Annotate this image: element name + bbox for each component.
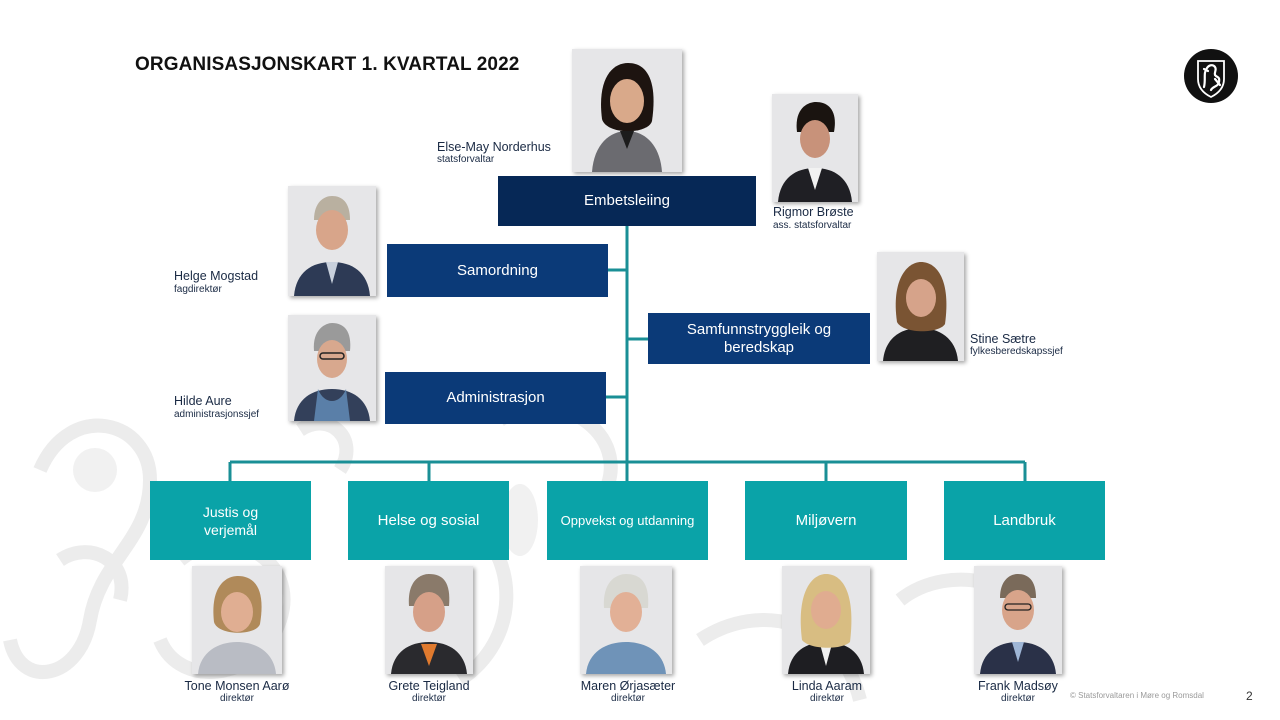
photo-tone-monsen-aaro (192, 566, 282, 674)
dept-name-3: Maren Ørjasæter (580, 679, 676, 693)
staff-role-3: administrasjonssjef (174, 409, 260, 420)
photo-else-may-norderhus (572, 49, 682, 172)
page-number: 2 (1246, 689, 1253, 703)
photo-rigmor-broste (772, 94, 858, 202)
staff-name-2: Stine Sætre (970, 332, 1037, 346)
box-samfunnstryggleik[interactable]: Samfunnstryggleik og beredskap (648, 313, 870, 364)
box-administrasjon[interactable]: Administrasjon (385, 372, 606, 424)
dept-person-3: Maren Ørjasæter direktør (548, 679, 708, 705)
photo-hilde-aure (288, 315, 376, 421)
dept-name-5: Frank Madsøy (978, 679, 1058, 693)
leader-name: Else-May Norderhus (437, 140, 551, 154)
dept-role-5: direktør (1001, 693, 1035, 704)
box-justis[interactable]: Justis og verjemål (150, 481, 311, 560)
staff-name-3: Hilde Aure (174, 394, 232, 408)
photo-frank-madsoy (974, 566, 1062, 674)
box-oppvekst[interactable]: Oppvekst og utdanning (547, 481, 708, 560)
box-miljovern[interactable]: Miljøvern (745, 481, 907, 560)
staff-role-2: fylkesberedskapssjef (970, 346, 1063, 357)
dept-person-4: Linda Aaram direktør (747, 679, 907, 705)
dept-person-1: Tone Monsen Aarø direktør (157, 679, 317, 705)
dept-person-2: Grete Teigland direktør (349, 679, 509, 705)
staff-role-1: fagdirektør (174, 284, 222, 295)
photo-linda-aaram (782, 566, 870, 674)
box-samordning[interactable]: Samordning (387, 244, 608, 297)
box-embetsleiing[interactable]: Embetsleiing (498, 176, 756, 226)
photo-helge-mogstad (288, 186, 376, 296)
page-title: ORGANISASJONSKART 1. KVARTAL 2022 (135, 54, 520, 75)
dept-name-4: Linda Aaram (791, 679, 863, 693)
box-helse[interactable]: Helse og sosial (348, 481, 509, 560)
norwegian-lion-coat-of-arms-icon (1184, 49, 1238, 103)
dept-person-5: Frank Madsøy direktør (938, 679, 1098, 705)
leader-role: statsforvaltar (437, 154, 495, 165)
footer-copyright: © Statsforvaltaren i Møre og Romsdal (1070, 691, 1204, 700)
dept-role-1: direktør (220, 693, 254, 704)
assistant-name: Rigmor Brøste (773, 205, 854, 219)
dept-role-4: direktør (810, 693, 844, 704)
assistant-role: ass. statsforvaltar (773, 220, 852, 231)
dept-role-2: direktør (412, 693, 446, 704)
photo-grete-teigland (385, 566, 473, 674)
dept-name-2: Grete Teigland (388, 679, 470, 693)
photo-stine-saetre (877, 252, 964, 361)
photo-maren-orjasaeter (580, 566, 672, 674)
box-landbruk[interactable]: Landbruk (944, 481, 1105, 560)
dept-name-1: Tone Monsen Aarø (184, 679, 290, 693)
dept-role-3: direktør (611, 693, 645, 704)
staff-name-1: Helge Mogstad (174, 269, 259, 283)
